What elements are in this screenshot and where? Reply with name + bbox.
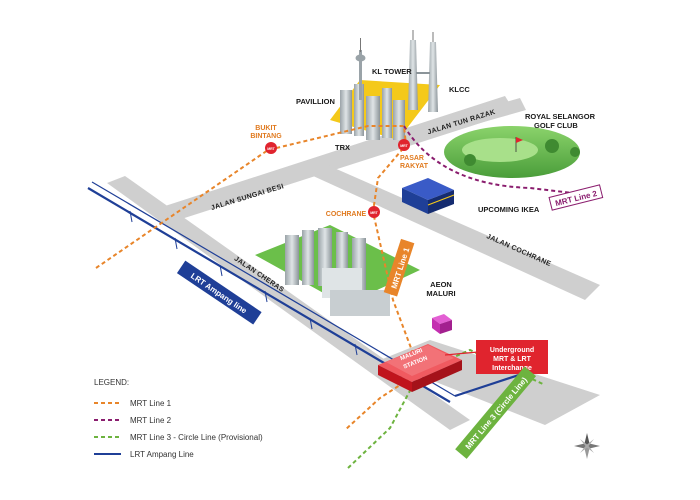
legend-item: MRT Line 3 - Circle Line (Provisional) (94, 433, 263, 442)
legend-label: MRT Line 2 (130, 416, 172, 425)
label-pavillion: PAVILLION (296, 97, 335, 106)
legend-label: MRT Line 1 (130, 399, 172, 408)
legend-label: MRT Line 3 - Circle Line (Provisional) (130, 433, 263, 442)
interchange-callout: Underground MRT & LRT Interchange (444, 340, 548, 374)
mrt-station-badge-icon: MRT (368, 206, 380, 218)
label-pasar-rakyat-line2: RAKYAT (400, 163, 429, 170)
legend-item: LRT Ampang Line (94, 450, 194, 459)
mrt-line-1 (95, 125, 422, 431)
label-kl-tower: KL TOWER (372, 67, 412, 76)
mrt-line-2 (403, 125, 599, 197)
golf-flag-icon (515, 137, 523, 152)
royal-selangor-golf-club (444, 126, 580, 178)
legend-label: LRT Ampang Line (130, 450, 194, 459)
mrt-station-badge-icon: MRT (265, 142, 277, 154)
kl-tower-icon (355, 38, 366, 100)
label-aeon-line1: AEON (430, 280, 452, 289)
label-klcc: KLCC (449, 85, 470, 94)
maluri-station: MALURI STATION (378, 344, 462, 392)
compass-rose-icon (574, 433, 600, 459)
legend: LEGEND: MRT Line 1 MRT Line 2 MRT Line 3… (94, 378, 263, 459)
mrt-line-2-tag: MRT Line 2 (548, 184, 604, 211)
maluri-development (255, 225, 420, 316)
label-bukit-bintang-line1: BUKIT (255, 125, 277, 132)
svg-text:MRT: MRT (400, 144, 408, 148)
legend-item: MRT Line 1 (94, 399, 172, 408)
klcc-towers-icon (408, 30, 438, 112)
legend-item: MRT Line 2 (94, 416, 172, 425)
label-royal-selangor-line1: ROYAL SELANGOR (525, 112, 596, 121)
city-centre-cluster (330, 30, 440, 140)
callout-line2: MRT & LRT (493, 356, 531, 363)
label-royal-selangor-line2: GOLF CLUB (534, 121, 578, 130)
label-aeon-line2: MALURI (426, 289, 455, 298)
aeon-maluri-building (432, 314, 452, 334)
ikea-building (402, 178, 455, 214)
mrt-station-badges: MRT MRT MRT (265, 139, 410, 218)
callout-line3: Interchange (492, 365, 532, 372)
label-cochrane: COCHRANE (326, 211, 367, 218)
svg-text:MRT: MRT (267, 147, 275, 151)
callout-line1: Underground (490, 347, 534, 354)
label-upcoming-ikea: UPCOMING IKEA (478, 205, 540, 214)
svg-text:MRT: MRT (370, 211, 378, 215)
label-bukit-bintang-line2: BINTANG (250, 133, 282, 140)
road-jalan-tun-razak (400, 98, 526, 144)
legend-title: LEGEND: (94, 378, 129, 387)
label-trx: TRX (335, 143, 350, 152)
mrt-station-badge-icon: MRT (398, 139, 410, 151)
label-pasar-rakyat-line1: PASAR (400, 155, 424, 162)
